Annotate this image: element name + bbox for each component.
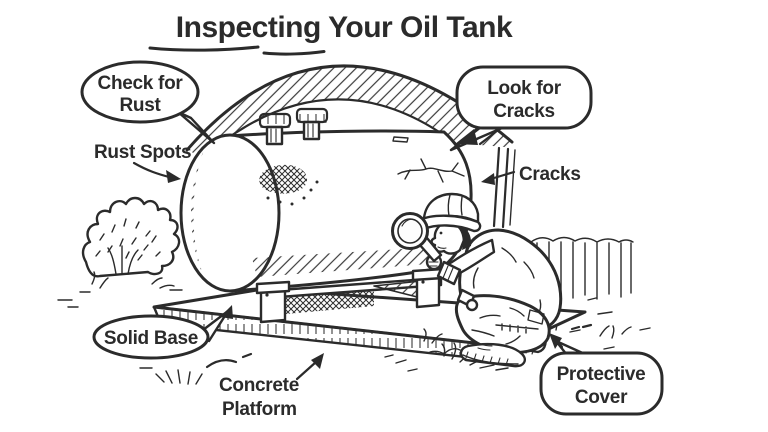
look-cracks-line1: Look for [487, 78, 561, 99]
title-underline-2 [262, 50, 326, 56]
dash [241, 352, 253, 359]
callout-solid-base: Solid Base [92, 305, 233, 360]
ground-marks [139, 297, 597, 372]
protective-line1: Protective [557, 364, 646, 385]
bush [57, 196, 183, 308]
speech-bubble [80, 60, 200, 124]
speech-bubble [539, 351, 664, 416]
cracks-arrow [492, 170, 516, 180]
title-underline [148, 45, 260, 52]
tank-end-cap [179, 133, 281, 293]
arrowhead [311, 353, 324, 369]
bush-stems [107, 245, 139, 275]
cracks-text: Cracks [519, 164, 581, 185]
tank-stand [255, 267, 445, 324]
pant-folds [471, 307, 525, 345]
tank-top-fitting [392, 136, 409, 143]
hand-2 [465, 298, 479, 312]
vent-pipe-2 [295, 107, 329, 141]
arrowhead [220, 305, 233, 319]
rust-spots-text: Rust Spots [94, 142, 191, 163]
grass-tuft [155, 369, 203, 385]
callout-check-rust: Check for Rust [80, 60, 216, 145]
magnifying-glass-icon [391, 212, 443, 263]
bush-leaf-marks [95, 218, 161, 261]
rust-spots-arrow [132, 161, 171, 179]
stand-leg-left [255, 280, 291, 324]
crack-marks [397, 158, 465, 183]
concrete-line1: Concrete [219, 375, 299, 396]
protective-cover-arch [185, 64, 516, 229]
arrowhead [549, 333, 562, 349]
dash-marks [570, 323, 593, 331]
concrete-arrow [295, 360, 318, 381]
arrowhead [166, 170, 181, 183]
arrowhead [455, 129, 478, 145]
callout-protective-cover: Protective Cover [539, 323, 664, 416]
speech-bubble [92, 314, 210, 360]
inspector-figure [391, 192, 563, 368]
hair-back [458, 226, 472, 250]
concrete-line2: Platform [222, 399, 297, 420]
vent-pipe [258, 112, 292, 146]
label-rust-spots: Rust Spots [94, 142, 192, 183]
arrowhead [481, 173, 495, 185]
sleeve-cuff [436, 260, 462, 286]
shoe-front [459, 342, 526, 368]
pants [454, 294, 551, 354]
solid-base-text: Solid Base [104, 328, 198, 349]
eye [439, 231, 443, 235]
title-group: Inspecting Your Oil Tank [148, 11, 514, 56]
grass-under-bush [57, 271, 183, 308]
stand-leg-right [411, 267, 445, 309]
page-title: Inspecting Your Oil Tank [176, 11, 513, 44]
callout-look-cracks: Look for Cracks [449, 65, 593, 152]
jacket-folds [472, 247, 542, 315]
rust-spot-marks [259, 164, 319, 206]
protective-line2: Cover [575, 387, 628, 408]
bubble-tail [176, 110, 216, 145]
speech-bubble [455, 65, 593, 130]
label-cracks: Cracks [481, 164, 581, 185]
check-rust-line2: Rust [119, 95, 161, 116]
pants-pocket [527, 309, 545, 325]
check-rust-line1: Check for [98, 73, 184, 94]
look-cracks-line2: Cracks [493, 101, 555, 122]
label-concrete-platform: Concrete Platform [155, 352, 324, 420]
oil-tank [179, 107, 473, 293]
swash-stroke [205, 359, 238, 369]
cover-post [492, 146, 501, 228]
